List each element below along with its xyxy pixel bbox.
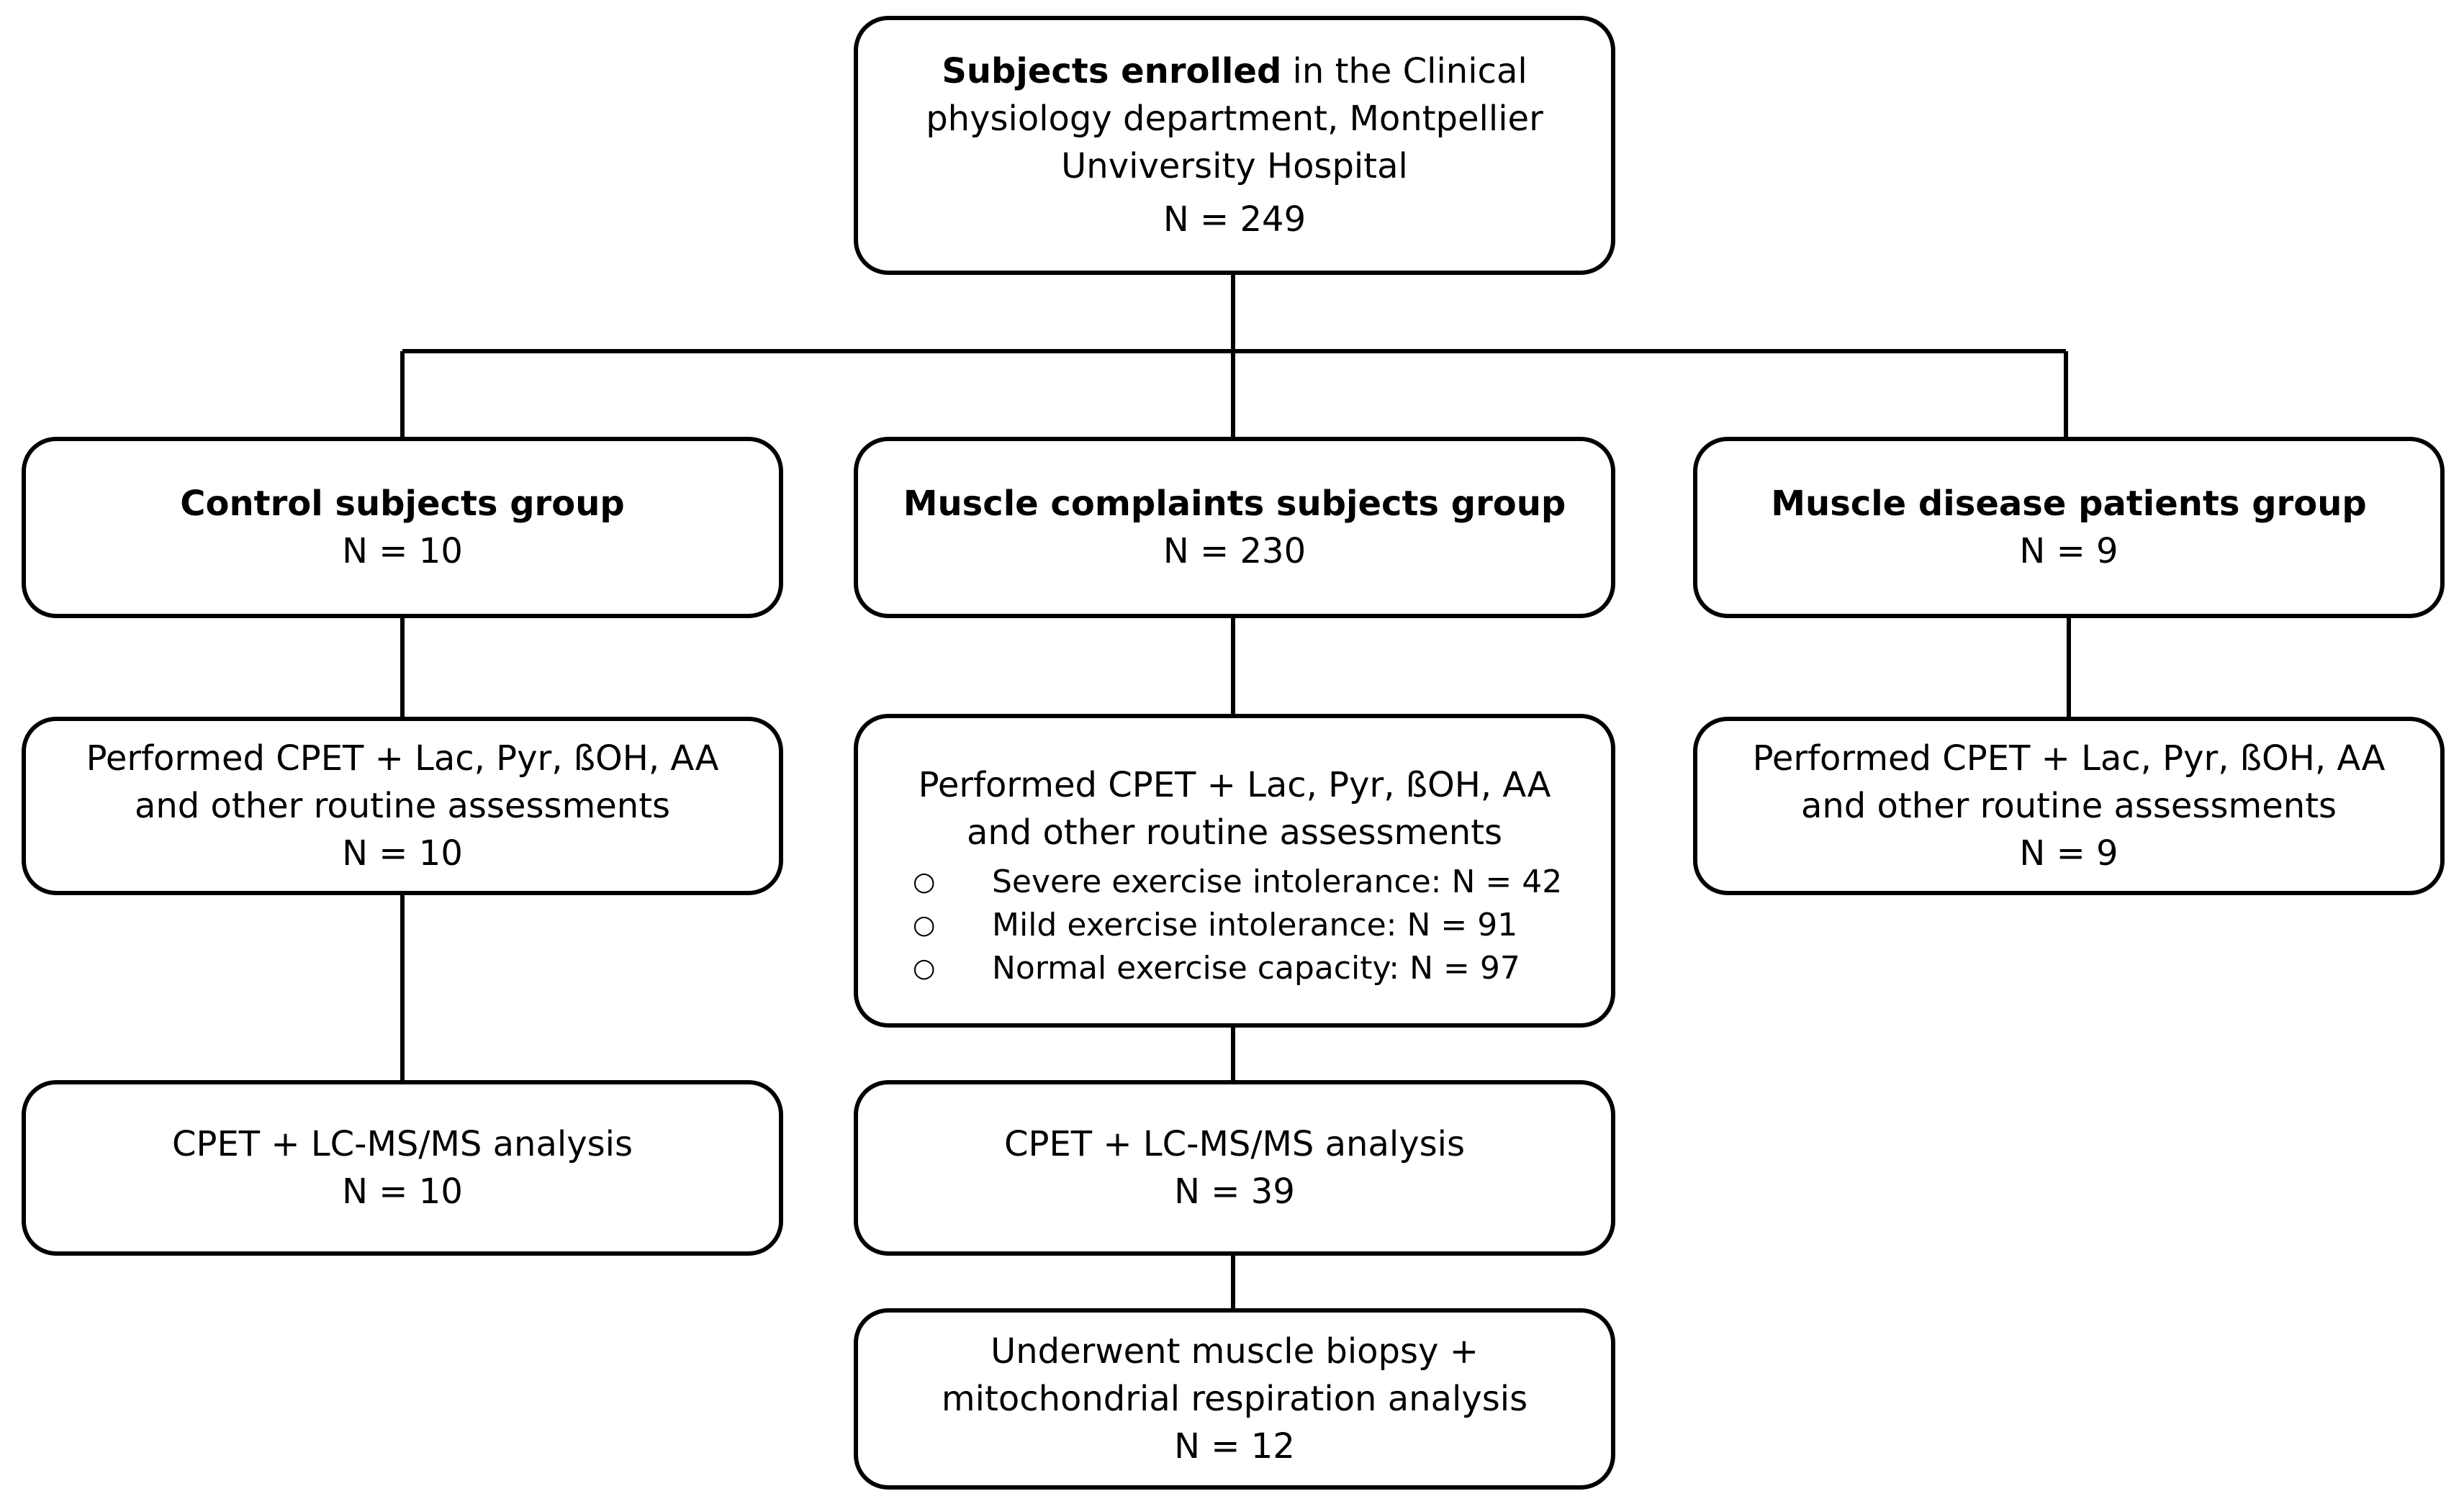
circle-bullet-icon: ○: [913, 867, 936, 897]
control-performed-line-1: Performed CPET + Lac, Pyr, ßOH, AA: [86, 738, 719, 779]
complaints-lcms-count: N = 39: [1174, 1172, 1295, 1212]
disease-group-title: Muscle disease patients group: [1771, 484, 2367, 524]
complaints-lcms-box: CPET + LC-MS/MS analysis N = 39: [854, 1080, 1615, 1256]
complaints-performed-line-1: Performed CPET + Lac, Pyr, ßOH, AA: [918, 765, 1551, 805]
control-performed-count: N = 10: [342, 833, 463, 874]
complaints-group-title: Muscle complaints subjects group: [903, 484, 1566, 524]
list-item: ○ Severe exercise intolerance: N = 42: [913, 861, 1611, 904]
complaints-group-count: N = 230: [1163, 531, 1307, 571]
biopsy-line-1: Underwent muscle biopsy +: [990, 1331, 1479, 1372]
enrolled-line-1: Subjects enrolled in the Clinical: [942, 47, 1527, 95]
list-item: ○ Mild exercise intolerance: N = 91: [913, 904, 1611, 947]
complaints-group-box: Muscle complaints subjects group N = 230: [854, 437, 1615, 618]
control-performed-line-2: and other routine assessments: [134, 786, 671, 826]
biopsy-count: N = 12: [1174, 1426, 1295, 1467]
disease-performed-line-1: Performed CPET + Lac, Pyr, ßOH, AA: [1752, 738, 2386, 779]
control-lcms-box: CPET + LC-MS/MS analysis N = 10: [22, 1080, 783, 1256]
mild-intolerance-label: Mild exercise intolerance: N = 91: [992, 907, 1518, 943]
complaints-lcms-label: CPET + LC-MS/MS analysis: [1004, 1124, 1465, 1164]
enrolled-rest-label: in the Clinical: [1281, 51, 1527, 91]
disease-group-box: Muscle disease patients group N = 9: [1693, 437, 2445, 618]
circle-bullet-icon: ○: [913, 910, 936, 940]
control-lcms-count: N = 10: [342, 1172, 463, 1212]
control-group-count: N = 10: [342, 531, 463, 571]
enrolled-bold-label: Subjects enrolled: [942, 51, 1282, 91]
biopsy-line-2: mitochondrial respiration analysis: [941, 1379, 1528, 1419]
list-item: ○ Normal exercise capacity: N = 97: [913, 947, 1611, 990]
normal-capacity-label: Normal exercise capacity: N = 97: [992, 950, 1520, 987]
enrolled-count: N = 249: [1163, 199, 1307, 240]
control-performed-box: Performed CPET + Lac, Pyr, ßOH, AA and o…: [22, 717, 783, 895]
severe-intolerance-label: Severe exercise intolerance: N = 42: [992, 864, 1563, 900]
disease-group-count: N = 9: [2019, 531, 2118, 571]
complaints-performed-line-2: and other routine assessments: [966, 812, 1503, 853]
disease-performed-box: Performed CPET + Lac, Pyr, ßOH, AA and o…: [1693, 717, 2445, 895]
complaints-performed-box: Performed CPET + Lac, Pyr, ßOH, AA and o…: [854, 714, 1615, 1028]
disease-performed-line-2: and other routine assessments: [1800, 786, 2337, 826]
control-group-box: Control subjects group N = 10: [22, 437, 783, 618]
circle-bullet-icon: ○: [913, 953, 936, 983]
biopsy-box: Underwent muscle biopsy + mitochondrial …: [854, 1308, 1615, 1490]
control-lcms-label: CPET + LC-MS/MS analysis: [172, 1124, 633, 1164]
exercise-capacity-list: ○ Severe exercise intolerance: N = 42 ○ …: [858, 861, 1611, 990]
disease-performed-count: N = 9: [2019, 833, 2118, 874]
enrolled-subjects-box: Subjects enrolled in the Clinical physio…: [854, 16, 1615, 275]
control-group-title: Control subjects group: [180, 484, 625, 524]
enrolled-line-2: physiology department, Montpellier: [926, 99, 1543, 139]
enrolled-line-3: Unviversity Hospital: [1061, 146, 1408, 186]
